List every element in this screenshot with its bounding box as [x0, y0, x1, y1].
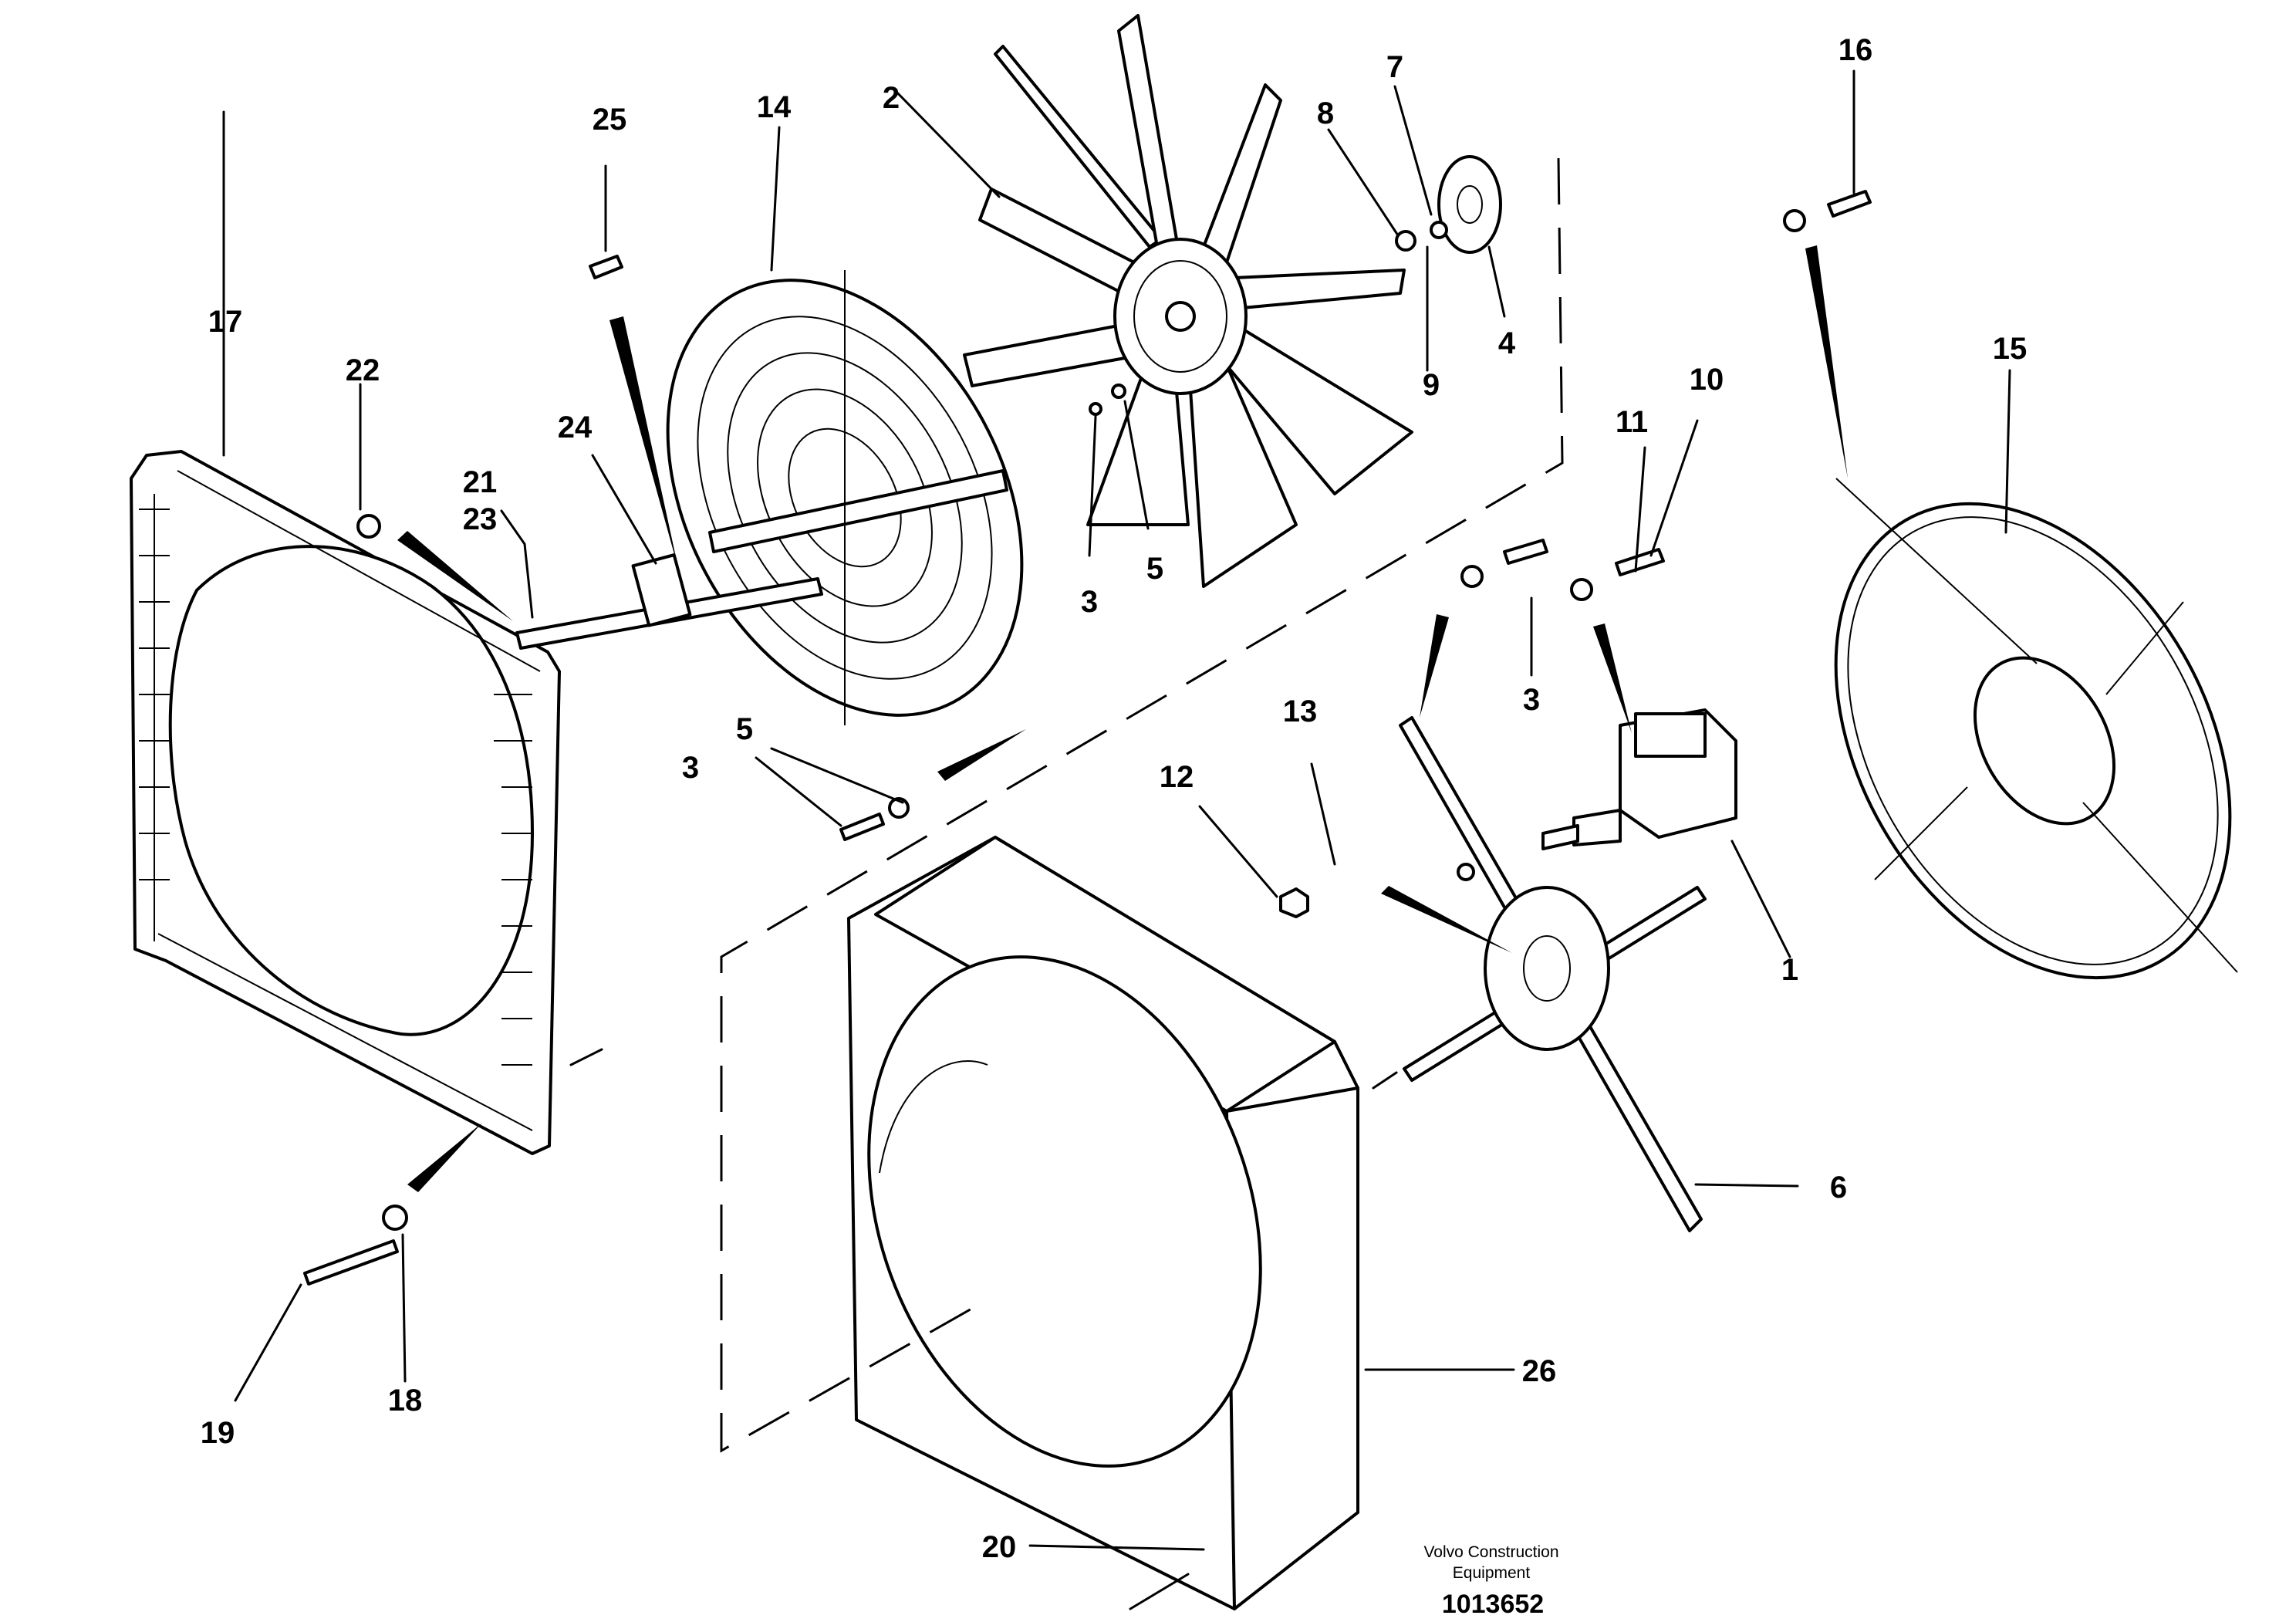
callout-labels: 1 2 3 3 3 4 5 5 6 7 8 9 10 11 12 13 14 1… — [201, 33, 2028, 1564]
cooling-fan — [963, 14, 1413, 588]
callout-5: 5 — [736, 712, 753, 746]
callout-3: 3 — [682, 751, 699, 785]
callout-4: 4 — [1498, 326, 1516, 360]
callout-18: 18 — [388, 1384, 423, 1418]
title-block: Volvo Construction Equipment 1013652 — [1423, 1543, 1558, 1619]
callout-20: 20 — [982, 1530, 1017, 1564]
leader-lines — [222, 69, 2011, 1551]
fan-shroud-frame — [130, 450, 561, 1155]
alignment-lines — [569, 157, 1564, 1610]
callout-6: 6 — [1830, 1171, 1847, 1205]
callout-23: 23 — [463, 502, 498, 536]
callout-14: 14 — [757, 90, 792, 124]
motor-support-frame — [1399, 716, 1707, 1232]
callout-25: 25 — [593, 103, 627, 137]
callout-13: 13 — [1283, 694, 1318, 728]
mesh-fan-guard — [1834, 478, 2238, 980]
callout-8: 8 — [1317, 96, 1334, 130]
brand-line-2: Equipment — [1453, 1564, 1531, 1582]
callout-9: 9 — [1423, 368, 1440, 402]
callout-21: 21 — [463, 465, 498, 499]
callout-11: 11 — [1616, 405, 1648, 439]
callout-26: 26 — [1522, 1354, 1557, 1388]
callout-19: 19 — [201, 1416, 235, 1450]
callout-2: 2 — [883, 81, 900, 115]
callout-22: 22 — [346, 353, 380, 387]
hydraulic-fan-motor — [1541, 708, 1737, 850]
callout-16: 16 — [1838, 33, 1873, 67]
leader-wedges — [397, 245, 1848, 1192]
fan-hub-plate — [1437, 155, 1502, 254]
callout-15: 15 — [1993, 332, 2028, 366]
fan-guard-bracket — [515, 553, 823, 650]
callout-12: 12 — [1160, 760, 1194, 794]
callout-17: 17 — [208, 305, 243, 339]
document-number: 1013652 — [1442, 1590, 1544, 1619]
callout-7: 7 — [1386, 50, 1403, 84]
callout-10: 10 — [1690, 363, 1724, 397]
callout-3: 3 — [1523, 683, 1540, 717]
callout-3: 3 — [1081, 585, 1098, 619]
callout-1: 1 — [1781, 953, 1798, 987]
callout-24: 24 — [558, 411, 593, 444]
brand-line-1: Volvo Construction — [1423, 1543, 1558, 1561]
callout-5: 5 — [1146, 552, 1163, 586]
spiral-fan-guard — [666, 270, 1024, 725]
fan-housing — [847, 836, 1359, 1610]
